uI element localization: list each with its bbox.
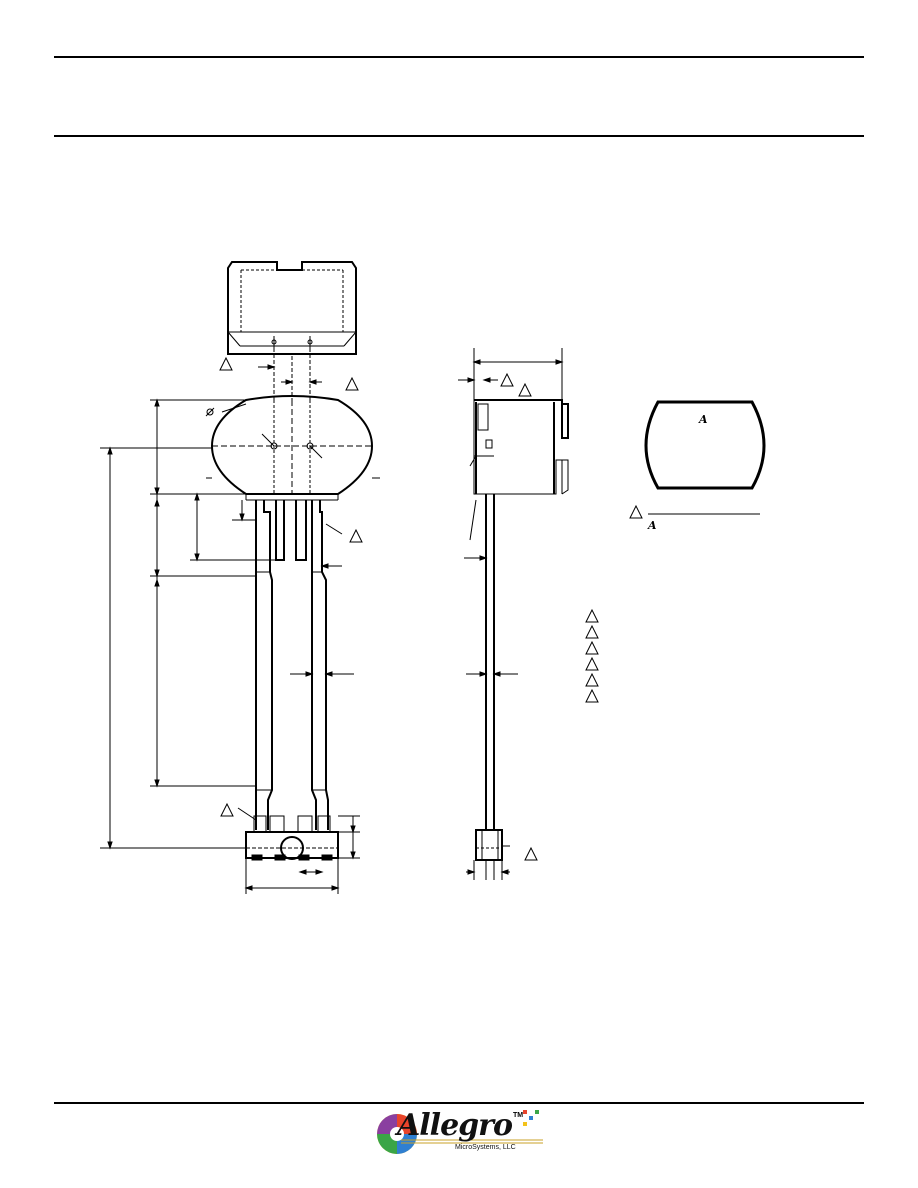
logo-color-mark xyxy=(377,1110,543,1154)
branded-face-symbol: A xyxy=(699,413,708,426)
top-view-body xyxy=(227,261,357,355)
top-view-dimensions xyxy=(258,348,322,400)
front-view-body xyxy=(206,395,380,501)
logo-wordmark: Allegro xyxy=(397,1108,513,1143)
branded-face-view xyxy=(644,400,766,515)
logo-trademark: TM xyxy=(513,1112,524,1119)
footer-rule xyxy=(54,1102,864,1104)
front-view-leads xyxy=(255,500,329,830)
front-view-dimension-lines xyxy=(100,398,360,894)
front-view-carrier xyxy=(245,815,339,861)
allegro-logo: Allegro TM MicroSystems, LLC xyxy=(373,1106,548,1158)
branded-note-symbol: A xyxy=(648,519,657,532)
callout-markers xyxy=(219,356,643,861)
symbol-glyphs xyxy=(205,407,215,417)
header-rule-bottom xyxy=(54,135,864,137)
header-rule-top xyxy=(54,56,864,58)
logo-subtitle: MicroSystems, LLC xyxy=(455,1144,516,1151)
side-view xyxy=(458,348,569,880)
